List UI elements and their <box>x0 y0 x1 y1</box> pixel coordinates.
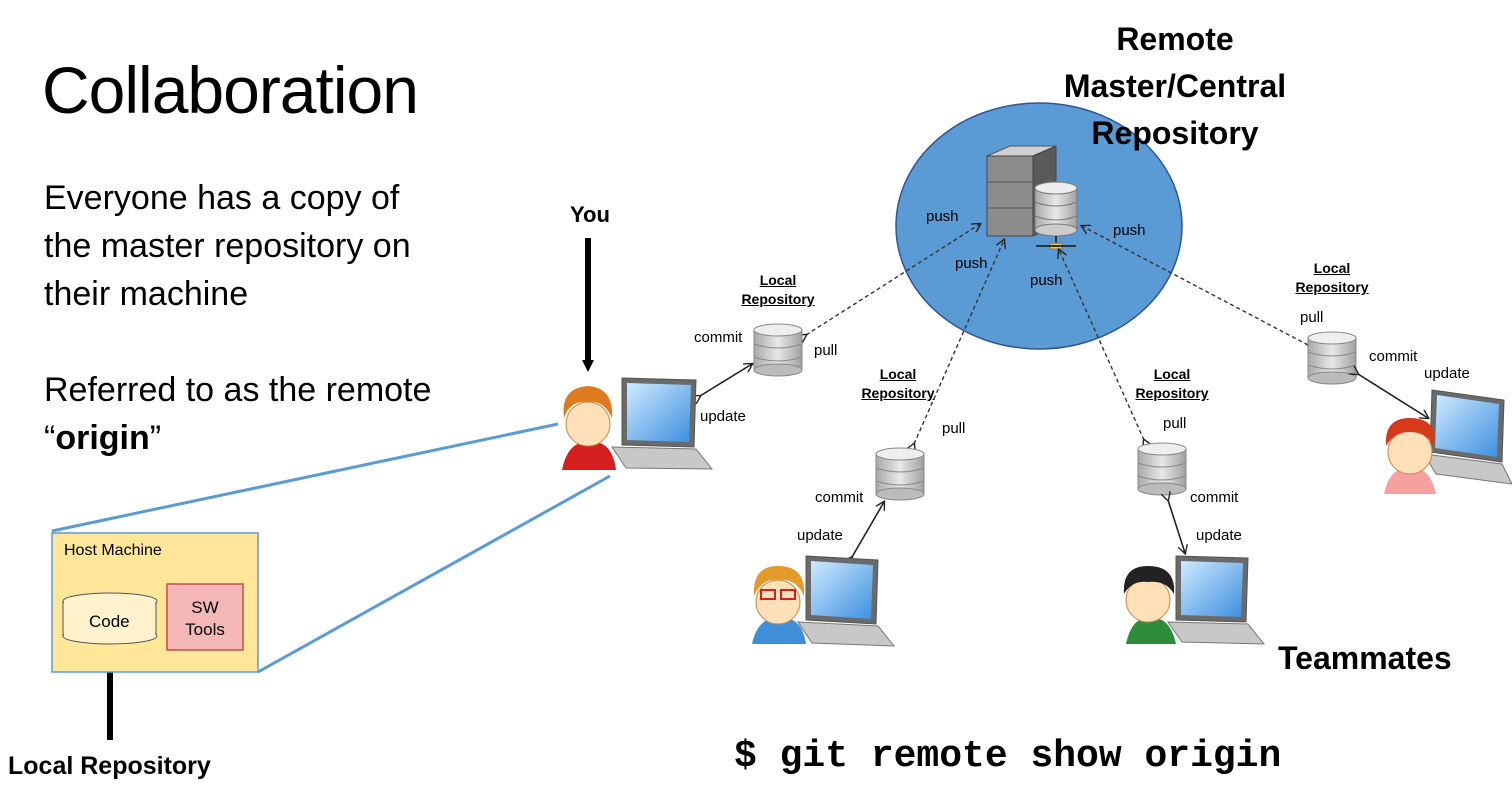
laptop-teammate3-icon <box>1423 389 1512 485</box>
quote-close: ” <box>149 419 162 457</box>
caption-line: Local <box>879 366 917 382</box>
sw-tools-label: SW Tools <box>167 597 243 641</box>
bullet-line: Everyone has a copy of <box>44 179 400 217</box>
pull-label: pull <box>942 420 966 437</box>
commit-arrow-you <box>700 364 752 396</box>
pull-label: pull <box>1300 309 1324 326</box>
update-label: update <box>797 527 843 544</box>
sw-tools-box <box>166 583 244 651</box>
sync-line-teammate-3 <box>1082 226 1308 345</box>
caption-line: Local <box>1153 366 1191 382</box>
caption-line: Repository <box>1135 385 1209 401</box>
commit-label: commit <box>815 489 864 506</box>
remote-label-line: Remote <box>1116 21 1234 57</box>
commit-label: commit <box>1190 489 1239 506</box>
remote-repository-label: Remote Master/Central Repository <box>1030 16 1320 157</box>
caption-line: Local <box>759 272 797 288</box>
commit-arrow-teammate-3 <box>1358 374 1428 418</box>
git-command: $ git remote show origin <box>734 735 1282 778</box>
quote-open: “ <box>44 419 56 457</box>
push-label: push <box>926 208 959 225</box>
code-label: Code <box>89 612 130 631</box>
commit-arrow-teammate-2 <box>1168 500 1185 553</box>
you-label: You <box>570 202 610 227</box>
local-db-teammate3-icon <box>1307 331 1357 385</box>
bullet-line: Referred to as the remote <box>44 371 432 409</box>
push-label: push <box>1030 272 1063 289</box>
pull-label: pull <box>1163 415 1187 432</box>
local-repository-label: Local Repository <box>8 752 211 780</box>
sync-line-teammate-1 <box>914 240 1004 444</box>
bullet-origin: Referred to as the remote “origin” <box>44 366 484 462</box>
remote-label-line: Master/Central <box>1063 68 1287 104</box>
caption-line: Repository <box>741 291 815 307</box>
host-machine-title: Host Machine <box>64 542 162 559</box>
bullet-line: the master repository on <box>44 227 411 265</box>
local-db-teammate1-icon <box>875 447 925 501</box>
local-db-teammate2-icon <box>1137 442 1187 496</box>
laptop-teammate1-icon <box>797 555 896 647</box>
update-label: update <box>1424 365 1470 382</box>
slide-title: Collaboration <box>42 53 419 127</box>
pull-label: pull <box>814 342 838 359</box>
local-db-you-icon <box>753 323 803 377</box>
sw-label-line: SW <box>191 598 219 617</box>
commit-label: commit <box>1369 348 1418 365</box>
sw-label-line: Tools <box>185 620 225 639</box>
bullet-line: their machine <box>44 275 249 313</box>
remote-label-line: Repository <box>1091 115 1259 151</box>
code-database-icon <box>62 592 158 645</box>
origin-word: origin <box>55 419 150 457</box>
person-teammate3-icon <box>1384 418 1436 494</box>
caption-line: Local <box>1313 260 1351 276</box>
person-teammate2-icon <box>1123 566 1176 644</box>
bullet-everyone-copy: Everyone has a copy of the master reposi… <box>44 174 484 318</box>
teammates-label: Teammates <box>1278 640 1452 676</box>
zoom-line-top <box>51 422 559 533</box>
caption-line: Repository <box>861 385 935 401</box>
zoom-line-bottom <box>257 474 611 674</box>
push-label: push <box>1113 222 1146 239</box>
commit-label: commit <box>694 329 743 346</box>
push-label: push <box>955 255 988 272</box>
person-you-icon <box>562 386 616 470</box>
central-database-icon <box>1034 181 1078 250</box>
laptop-you-icon <box>611 377 714 470</box>
person-teammate1-icon <box>752 566 806 644</box>
laptop-teammate2-icon <box>1167 555 1266 645</box>
update-label: update <box>1196 527 1242 544</box>
commit-arrow-teammate-1 <box>852 502 884 557</box>
bullet-line: “origin” <box>44 414 484 462</box>
caption-line: Repository <box>1295 279 1369 295</box>
update-label: update <box>700 408 746 425</box>
